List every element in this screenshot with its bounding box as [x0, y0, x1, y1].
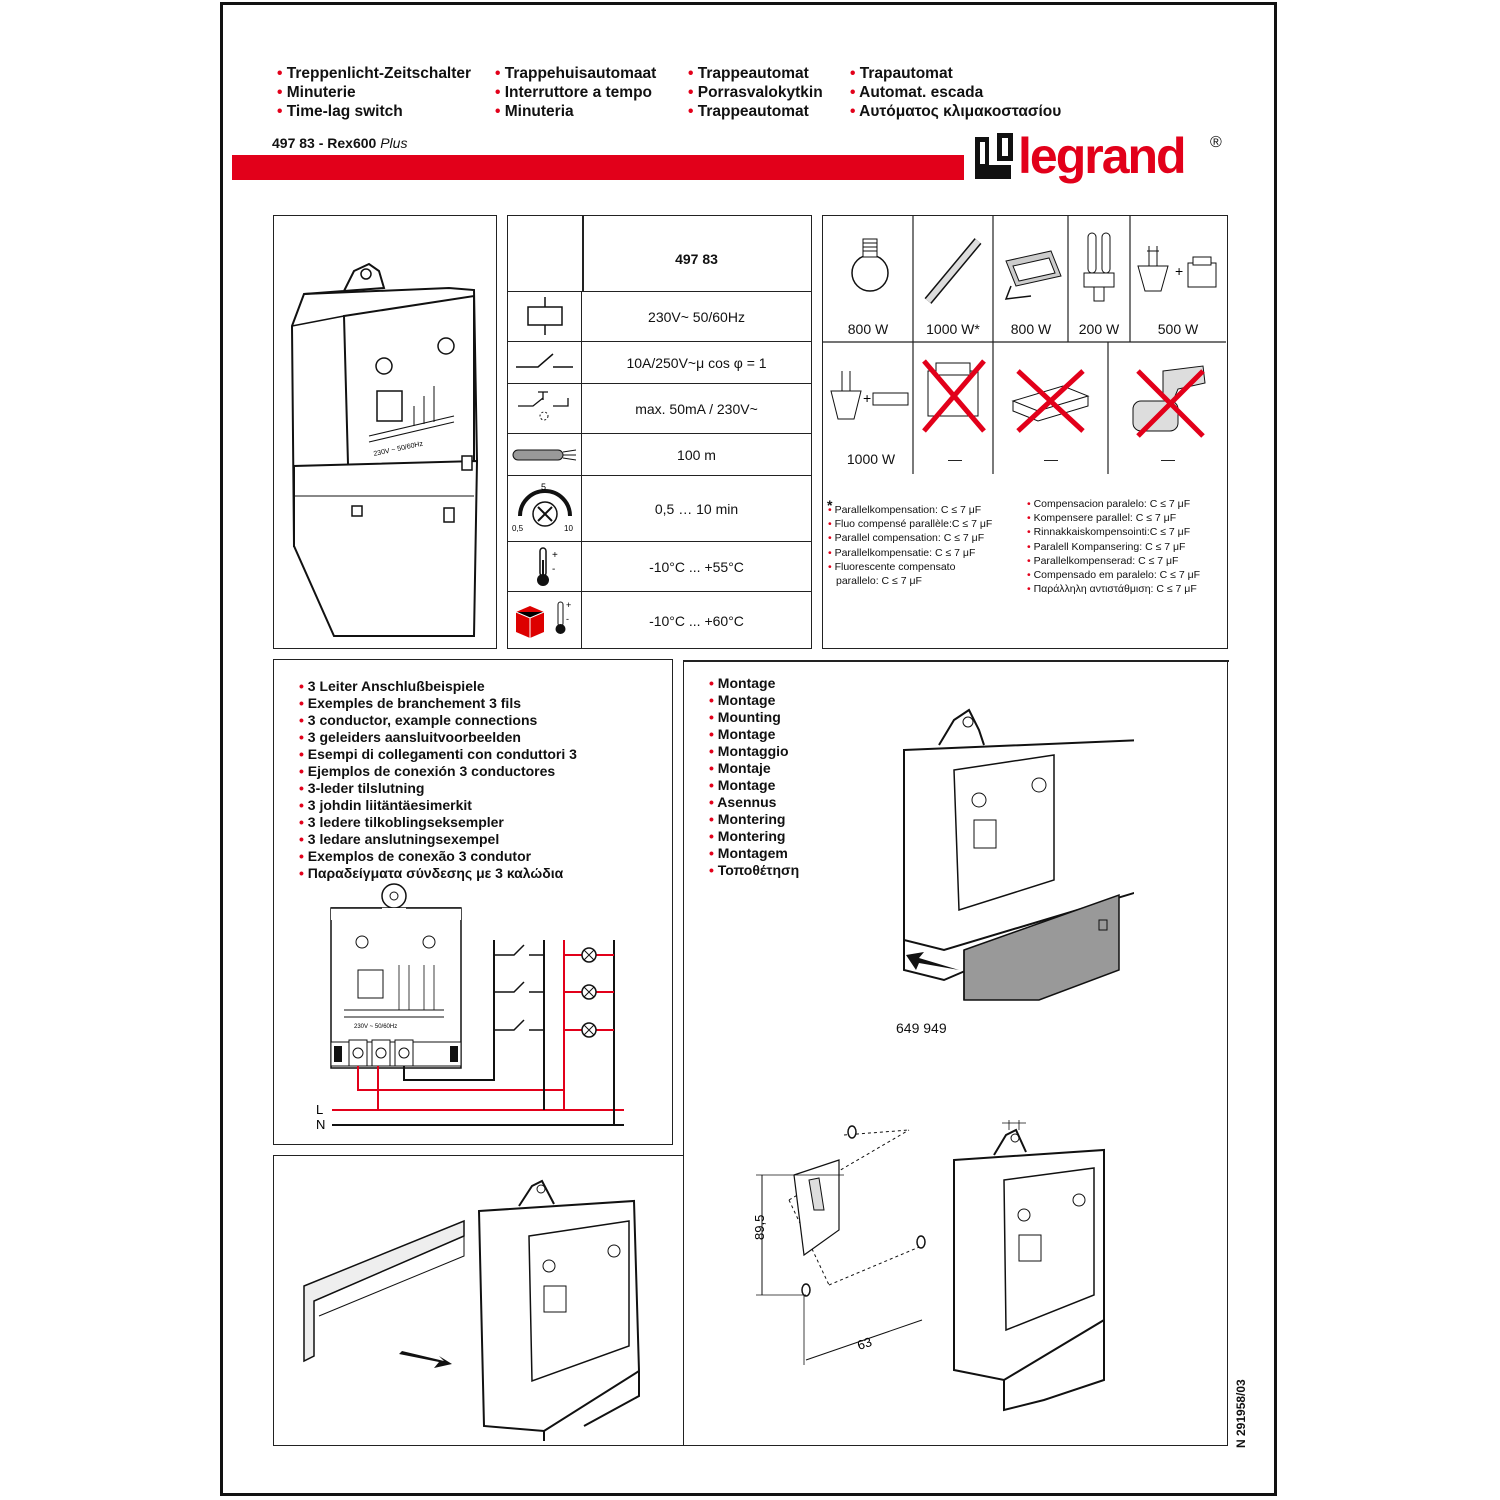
svg-text:+: + — [863, 390, 871, 406]
load-halogen: 800 W — [1010, 321, 1052, 337]
svg-text:10: 10 — [564, 524, 573, 533]
thermometer-icon: +- — [508, 542, 582, 592]
din-rail-panel — [273, 1155, 684, 1446]
incandescent-bulb-icon — [851, 238, 889, 292]
device-illustration-panel: 230V ~ 50/60Hz — [273, 215, 497, 649]
spec-ref: 497 83 — [675, 251, 718, 267]
svg-text:L: L — [316, 1102, 323, 1117]
screw-mounting-illustration: 89,5 63 5 — [752, 1120, 1105, 1412]
timer-dial-icon: 5 0,5 10 — [508, 476, 582, 542]
cover-mounting-illustration — [903, 708, 1134, 1001]
coil-icon — [508, 292, 582, 342]
wiring-diagram: 230V ~ 50/60Hz L N — [316, 883, 624, 1132]
svg-text:+: + — [566, 600, 571, 610]
registered-mark: ® — [1210, 134, 1222, 151]
legrand-logo-icon — [975, 133, 1015, 181]
halogen-floodlight-icon — [1004, 250, 1062, 300]
wiring-titles: 3 Leiter AnschlußbeispieleExemples de br… — [299, 678, 577, 882]
mounting-panel: MontageMontageMountingMontageMontaggioMo… — [683, 660, 1229, 1446]
electronic-ballast-crossed-icon — [1011, 369, 1090, 433]
svg-text:+: + — [552, 550, 558, 561]
fluorescent-tube-icon — [924, 238, 982, 304]
header-col-3: TrappeautomatPorrasvalokytkinTrappeautom… — [688, 64, 823, 121]
pushbutton-icon — [508, 384, 582, 434]
title-fr: Minuterie — [277, 83, 471, 102]
load-fluorescent: 1000 W* — [926, 321, 980, 337]
mounting-titles: MontageMontageMountingMontageMontaggioMo… — [709, 675, 799, 879]
cable-icon — [508, 434, 582, 476]
load-lv-halogen: 500 W — [1157, 321, 1199, 337]
red-bar — [232, 155, 964, 180]
wiring-panel: 3 Leiter AnschlußbeispieleExemples de br… — [273, 659, 673, 1145]
spec-row-storage-temp: +- -10°C ... +60°C — [508, 591, 811, 649]
load-table: + 800 W 1000 W* 800 W 200 W 500 W + 1000… — [822, 215, 1228, 649]
svg-text:0,5: 0,5 — [512, 524, 524, 533]
title-en: Time-lag switch — [277, 102, 471, 121]
storage-box-thermometer-icon: +- — [508, 592, 582, 649]
insert-arrow-icon — [906, 952, 959, 970]
load-cfl: 200 W — [1078, 321, 1120, 337]
halogen-ballast-icon: + — [830, 371, 909, 420]
transformer-crossed-icon — [922, 359, 986, 433]
spec-row-pushbutton: max. 50mA / 230V~ — [508, 383, 811, 434]
svg-text:-: - — [566, 614, 569, 624]
spec-row-operating-temp: +- -10°C ... +55°C — [508, 541, 811, 592]
title-de: Treppenlicht-Zeitschalter — [277, 64, 471, 83]
svg-text:5: 5 — [1019, 1120, 1025, 1121]
header-col-2: TrappehuisautomaatInterruttore a tempoMi… — [495, 64, 657, 121]
motor-crossed-icon — [1132, 365, 1206, 438]
header-col-4: TrapautomatAutomat. escadaΑυτόματος κλιμ… — [850, 64, 1061, 121]
header-col-1: Treppenlicht-Zeitschalter Minuterie Time… — [277, 64, 471, 121]
notes-left: Parallelkompensation: C ≤ 7 μFFluo compe… — [828, 503, 993, 588]
device-illustration: 230V ~ 50/60Hz — [290, 262, 479, 637]
svg-text:+: + — [1175, 263, 1183, 279]
svg-text:5: 5 — [541, 482, 546, 492]
svg-text:230V ~ 50/60Hz: 230V ~ 50/60Hz — [354, 1024, 397, 1030]
svg-text:N: N — [316, 1117, 325, 1132]
lv-halogen-transformer-icon: + — [1137, 246, 1217, 292]
model-number: 497 83 - Rex600 Plus — [272, 135, 408, 151]
din-rail-illustration — [303, 1179, 641, 1441]
brand-name: legrand — [1018, 128, 1187, 184]
compact-fluorescent-icon — [1083, 232, 1115, 302]
svg-text:-: - — [552, 564, 555, 575]
load-incandescent: 800 W — [847, 321, 889, 337]
document-reference: N 291958/03 — [1234, 1379, 1248, 1448]
spec-row-cable: 100 m — [508, 433, 811, 476]
svg-text:63: 63 — [855, 1334, 873, 1353]
spec-row-supply: 230V~ 50/60Hz — [508, 291, 811, 342]
notes-right: Compensacion paralelo: C ≤ 7 μFKompenser… — [1027, 497, 1200, 596]
load-grid — [823, 216, 1226, 474]
load-halogen-ballast: 1000 W — [846, 451, 896, 467]
document-sheet — [220, 2, 1277, 1496]
specs-table: 497 83 230V~ 50/60Hz 10A/250V~μ cos φ = … — [507, 215, 812, 649]
switch-contact-icon — [508, 342, 582, 384]
svg-text:89,5: 89,5 — [752, 1215, 767, 1240]
cover-ref: 649 949 — [896, 1020, 947, 1036]
spec-row-contact: 10A/250V~μ cos φ = 1 — [508, 341, 811, 384]
